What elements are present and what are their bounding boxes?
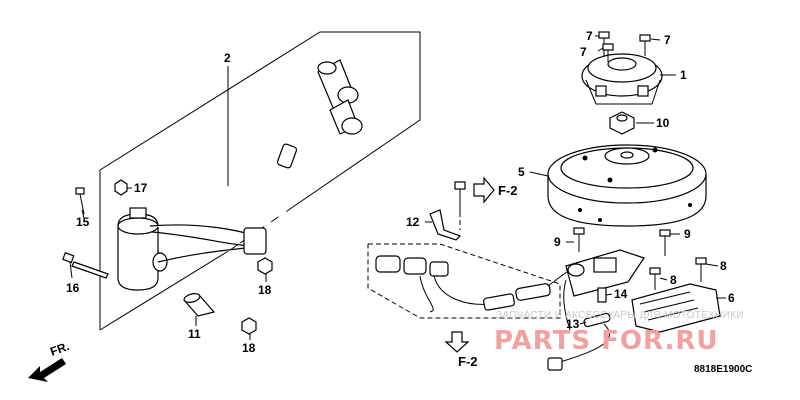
callout-18-upper: 18 xyxy=(258,283,272,297)
clamp-12 xyxy=(429,209,462,241)
front-arrow-icon xyxy=(28,358,66,382)
callout-15: 15 xyxy=(76,215,90,229)
callout-7-b: 7 xyxy=(580,45,587,59)
fuel-cut-solenoid xyxy=(483,283,551,311)
callout-16: 16 xyxy=(66,281,80,295)
ref-f2-lower: F-2 xyxy=(458,354,478,369)
bolt-9-a xyxy=(573,227,585,252)
callout-17: 17 xyxy=(134,181,148,195)
bolt-8-b xyxy=(695,257,707,282)
callout-9-a: 9 xyxy=(554,235,561,249)
bolt-16 xyxy=(62,252,109,279)
callout-7-a: 7 xyxy=(586,29,593,43)
bolt-15 xyxy=(75,187,85,215)
bolt-7-c xyxy=(639,34,651,56)
flywheel-nut-10 xyxy=(609,111,635,135)
watermark-logo: PARTS FOR.RU xyxy=(494,326,719,356)
callout-18-lower: 18 xyxy=(242,341,256,355)
connector-block xyxy=(375,255,449,277)
exciter-coil-6 xyxy=(631,283,721,333)
callout-5: 5 xyxy=(518,165,525,179)
callout-7-c: 7 xyxy=(664,33,671,47)
wire-13 xyxy=(547,312,611,371)
high-tension-cables xyxy=(149,98,340,263)
spark-plug-caps xyxy=(317,59,363,135)
callout-9-b: 9 xyxy=(684,227,691,241)
ref-f2-upper: F-2 xyxy=(498,183,518,198)
nut-18-lower xyxy=(241,317,257,335)
callout-10: 10 xyxy=(656,116,670,130)
bolt-8-a xyxy=(649,267,661,290)
nut-18-upper xyxy=(257,257,273,275)
grommet-14 xyxy=(597,287,607,303)
pulse-generator-9 xyxy=(563,249,645,331)
callout-8-a: 8 xyxy=(670,273,677,287)
callout-12: 12 xyxy=(406,215,420,229)
f2-arrow-lower xyxy=(444,331,470,353)
nut-17 xyxy=(114,179,128,196)
ignition-coil xyxy=(117,207,168,291)
callout-labels: 2 1 7 7 7 10 5 9 9 8 8 6 14 13 12 17 15 … xyxy=(66,29,735,355)
collar-11 xyxy=(182,293,216,317)
front-label: FR. xyxy=(48,339,71,359)
bolt-9-b xyxy=(659,229,671,256)
bolt-f2 xyxy=(454,181,466,230)
bolt-7-b xyxy=(602,43,614,62)
f2-arrow-upper xyxy=(473,176,495,204)
ignition-coil-group xyxy=(62,31,421,335)
watermark-tagline: ЗАПЧАСТИ И АКСЕССУАРЫ ДЛЯ МОТОТЕХНИКИ xyxy=(496,310,744,321)
callout-2: 2 xyxy=(224,51,231,65)
callout-11: 11 xyxy=(188,327,201,341)
wiring-harness-group xyxy=(367,243,573,319)
stator-assembly xyxy=(581,53,663,105)
callout-1: 1 xyxy=(680,68,687,82)
watermark: ЗАПЧАСТИ И АКСЕССУАРЫ ДЛЯ МОТОТЕХНИКИ PA… xyxy=(494,310,744,356)
diagram-code: 8818E1900C xyxy=(694,364,752,375)
callout-8-b: 8 xyxy=(720,259,727,273)
flywheel-5 xyxy=(547,144,707,227)
callout-6: 6 xyxy=(728,291,735,305)
callout-14: 14 xyxy=(614,287,628,301)
callout-13: 13 xyxy=(566,317,580,331)
leader-lines xyxy=(69,35,726,340)
